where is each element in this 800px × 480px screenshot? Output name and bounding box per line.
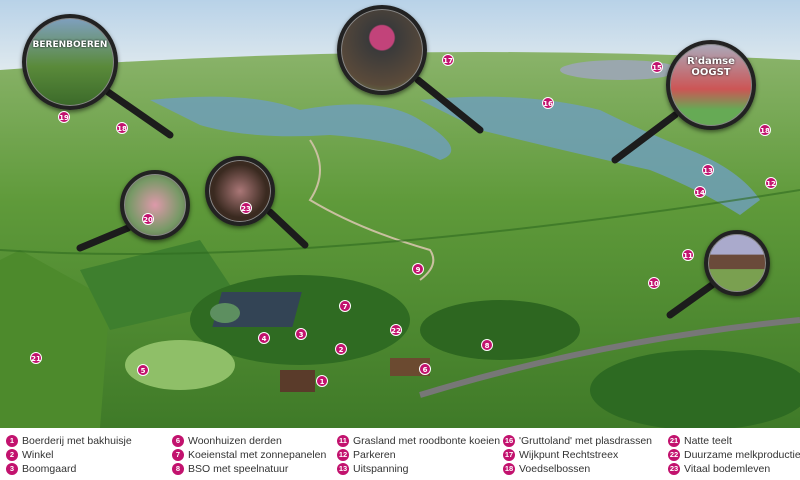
map-marker-1: 1 [316,375,328,387]
legend-item: 7 Koeienstal met zonnepanelen [172,448,326,462]
map-marker-9: 9 [412,263,424,275]
map-marker-8: 8 [481,339,493,351]
legend-column: 6 Woonhuizen derden 7 Koeienstal met zonnep… [172,434,326,476]
legend-item: 12 Parkeren [337,448,500,462]
legend-label: Winkel [22,449,54,461]
legend-number: 17 [503,449,515,461]
legend-item: 18 Voedselbossen [503,462,652,476]
legend-item: 21 Natte teelt [668,434,800,448]
legend-number: 8 [172,463,184,475]
legend-number: 12 [337,449,349,461]
legend-label: 'Gruttoland' met plasdrassen [519,435,652,447]
magnifier-berenboeren: BERENBOEREN [22,14,118,110]
legend-label: Wijkpunt Rechtstreex [519,449,619,461]
water-plasdras [420,96,760,215]
field-natte-teelt [0,250,110,428]
map-marker-12: 12 [765,177,777,189]
map-marker-20: 20 [142,213,154,225]
legend-item: 3 Boomgaard [6,462,132,476]
trees [590,350,800,430]
legend-number: 2 [6,449,18,461]
legend-label: Boerderij met bakhuisje [22,435,132,447]
map-marker-16: 16 [542,97,554,109]
map-marker-22: 22 [390,324,402,336]
legend-item: 11 Grasland met roodbonte koeien [337,434,500,448]
legend-column: 16 'Gruttoland' met plasdrassen 17 Wijkpunt… [503,434,652,476]
water [150,96,452,160]
map-marker-11: 11 [682,249,694,261]
legend-item: 22 Duurzame melkproductie [668,448,800,462]
trees [420,300,580,360]
magnifier-biodiversity [120,170,190,240]
map-marker-15: 15 [651,61,663,73]
legend-number: 11 [337,435,349,447]
legend-column: 21 Natte teelt 22 Duurzame melkproductie 23 V… [668,434,800,476]
legend-item: 1 Boerderij met bakhuisje [6,434,132,448]
legend-label: Parkeren [353,449,396,461]
legend-column: 11 Grasland met roodbonte koeien 12 Parkere… [337,434,500,476]
legend-label: Duurzame melkproductie [684,449,800,461]
legend-label: Uitspanning [353,463,409,475]
camping [125,340,235,390]
legend-item: 23 Vitaal bodemleven [668,462,800,476]
legend-label: BSO met speelnatuur [188,463,289,475]
map-marker-13: 13 [702,164,714,176]
silo [210,303,240,323]
city [560,60,680,80]
legend-item: 16 'Gruttoland' met plasdrassen [503,434,652,448]
map-marker-2: 2 [335,343,347,355]
legend-item: 13 Uitspanning [337,462,500,476]
map-marker-10: 10 [648,277,660,289]
map-marker-18: 18 [759,124,771,136]
legend-number: 23 [668,463,680,475]
path [308,139,435,281]
legend-number: 22 [668,449,680,461]
legend-item: 8 BSO met speelnatuur [172,462,326,476]
legend-number: 1 [6,435,18,447]
map-marker-23: 23 [240,202,252,214]
map-marker-6: 6 [419,363,431,375]
magnifier-cows [704,230,770,296]
legend-label: Woonhuizen derden [188,435,282,447]
legend: 1 Boerderij met bakhuisje 2 Winkel 3 Boomgaar… [0,428,800,480]
map-marker-7: 7 [339,300,351,312]
legend-number: 6 [172,435,184,447]
landscape-illustration [0,0,800,430]
road [419,317,800,398]
legend-label: Boomgaard [22,463,77,475]
map-marker-14: 14 [694,186,706,198]
magnifier-rechtstreex [337,5,427,95]
map-marker-4: 4 [258,332,270,344]
legend-item: 17 Wijkpunt Rechtstreex [503,448,652,462]
legend-number: 3 [6,463,18,475]
magnifier-soil [205,156,275,226]
map-marker-17: 17 [442,54,454,66]
map-marker-3: 3 [295,328,307,340]
legend-item: 6 Woonhuizen derden [172,434,326,448]
legend-number: 18 [503,463,515,475]
legend-column: 1 Boerderij met bakhuisje 2 Winkel 3 Boomgaar… [6,434,132,476]
farmhouse [280,370,315,392]
ditch [0,189,800,255]
map-marker-21: 21 [30,352,42,364]
legend-label: Natte teelt [684,435,732,447]
legend-number: 7 [172,449,184,461]
berenboeren-logo: BERENBOEREN [32,40,108,50]
legend-number: 13 [337,463,349,475]
legend-label: Voedselbossen [519,463,591,475]
legend-number: 21 [668,435,680,447]
map-marker-5: 5 [137,364,149,376]
legend-label: Grasland met roodbonte koeien [353,435,501,447]
legend-label: Koeienstal met zonnepanelen [188,449,327,461]
legend-number: 16 [503,435,515,447]
map-marker-18: 18 [116,122,128,134]
magnifier-handles [76,76,716,319]
map-marker-19: 19 [58,111,70,123]
legend-item: 2 Winkel [6,448,132,462]
legend-label: Vitaal bodemleven [684,463,771,475]
